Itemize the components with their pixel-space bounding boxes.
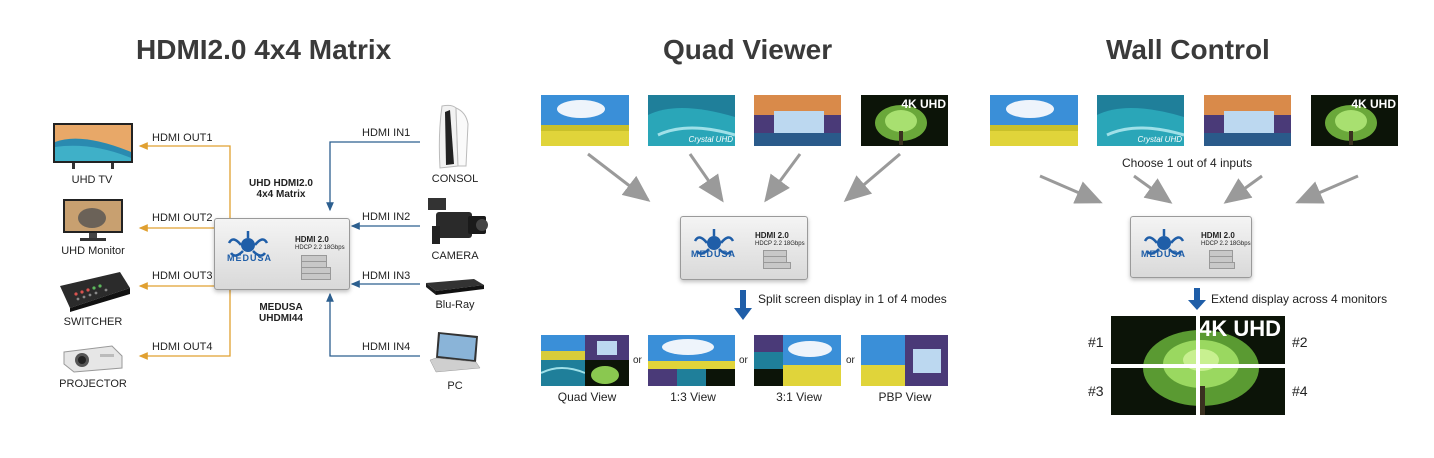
hdcp-badge: HDCP 2.2 18Gbps [755,241,805,247]
wall-input-thumb-tree: 4K UHD [1311,95,1398,146]
split-screen-caption: Split screen display in 1 of 4 modes [758,292,947,306]
output-device-label-1: UHD TV [71,174,113,186]
medusa-logo-icon [693,229,735,255]
hdmi-badge: HDMI 2.0 [755,231,789,240]
medusa-logo-icon [227,231,269,257]
matrix-model-number: UHDMI44 [259,313,303,324]
mode-label-quad: Quad View [557,390,617,404]
output-port-label-2: HDMI OUT2 [152,212,213,224]
device-brand: MEDUSA [1141,249,1187,259]
wall-control-title: Wall Control [1106,34,1270,65]
input-port-label-4: HDMI IN4 [362,341,411,353]
laptop-icon [428,330,482,376]
camera-icon [420,196,490,248]
input-port-label-3: HDMI IN3 [362,270,411,282]
input-port-label-2: HDMI IN2 [362,211,411,223]
wall-uhd-tag: 4K UHD [1351,97,1396,111]
hdmi-badge: HDMI 2.0 [295,235,329,244]
hdcp-badge: HDCP 2.2 18Gbps [1201,241,1251,247]
output-port-label-1: HDMI OUT1 [152,132,213,144]
or-label-1: or [633,355,642,366]
matrix-title: HDMI2.0 4x4 Matrix [136,34,392,65]
quad-input-thumb-ocean: Crystal UHD [648,95,735,146]
quad-uhd-tag: 4K UHD [901,97,946,111]
uhd-tv-icon [52,122,134,170]
mode-label-pbp: PBP View [878,390,932,404]
quad-crystal-tag: Crystal UHD [688,135,733,144]
input-device-label-4: PC [447,380,463,392]
quad-input-thumb-waterfall [754,95,841,146]
quad-mode-pbp-view [861,335,948,386]
quad-input-thumb-tree: 4K UHD [861,95,948,146]
monitor-label-1: #1 [1088,334,1104,350]
or-label-2: or [739,355,748,366]
device-brand: MEDUSA [691,249,737,259]
output-device-label-3: SWITCHER [63,316,123,328]
matrix-device-subtitle: 4x4 Matrix [256,189,306,200]
or-label-3: or [846,355,855,366]
monitor-label-2: #2 [1292,334,1308,350]
console-icon [436,104,472,170]
hdmi-badge: HDMI 2.0 [1201,231,1235,240]
switcher-icon [56,268,132,312]
quad-viewer-device: MEDUSA HDMI 2.0 HDCP 2.2 18Gbps [680,216,808,280]
extend-display-caption: Extend display across 4 monitors [1211,292,1388,306]
medusa-logo-icon [1143,229,1185,255]
quad-viewer-title: Quad Viewer [663,34,833,65]
wall-input-thumb-ocean: Crystal UHD [1097,95,1184,146]
bluray-player-icon [424,277,486,297]
hdcp-badge: HDCP 2.2 18Gbps [295,245,345,251]
quad-mode-3-1-view [754,335,841,386]
output-port-label-3: HDMI OUT3 [152,270,213,282]
input-device-label-3: Blu-Ray [435,299,475,311]
output-device-label-2: UHD Monitor [61,245,125,257]
matrix-device: MEDUSA HDMI 2.0 HDCP 2.2 18Gbps [214,218,350,290]
quad-input-thumb-field [541,95,629,146]
output-port-label-4: HDMI OUT4 [152,341,213,353]
choose-input-caption: Choose 1 out of 4 inputs [1122,156,1253,170]
wall-input-thumb-waterfall [1204,95,1291,146]
input-device-label-1: CONSOL [431,173,479,185]
mode-label-3-1: 3:1 View [776,390,822,404]
wall-crystal-tag: Crystal UHD [1137,135,1182,144]
matrix-device-title: UHD HDMI2.0 [249,178,313,189]
wall-video-uhd-tag: 4K UHD [1199,316,1281,341]
mode-label-1-3: 1:3 View [670,390,716,404]
projector-icon [60,342,124,374]
quad-mode-quad-view [541,335,629,386]
quad-mode-1-3-view [648,335,735,386]
monitor-label-3: #3 [1088,383,1104,399]
video-wall: 4K UHD [1111,316,1285,415]
monitor-label-4: #4 [1292,383,1308,399]
matrix-model-brand: MEDUSA [259,302,303,313]
wall-control-device: MEDUSA HDMI 2.0 HDCP 2.2 18Gbps [1130,216,1252,278]
output-device-label-4: PROJECTOR [59,378,127,390]
uhd-monitor-icon [62,198,124,242]
input-port-label-1: HDMI IN1 [362,127,411,139]
input-device-label-2: CAMERA [431,250,479,262]
device-brand: MEDUSA [227,253,273,263]
wall-input-thumb-field [990,95,1078,146]
